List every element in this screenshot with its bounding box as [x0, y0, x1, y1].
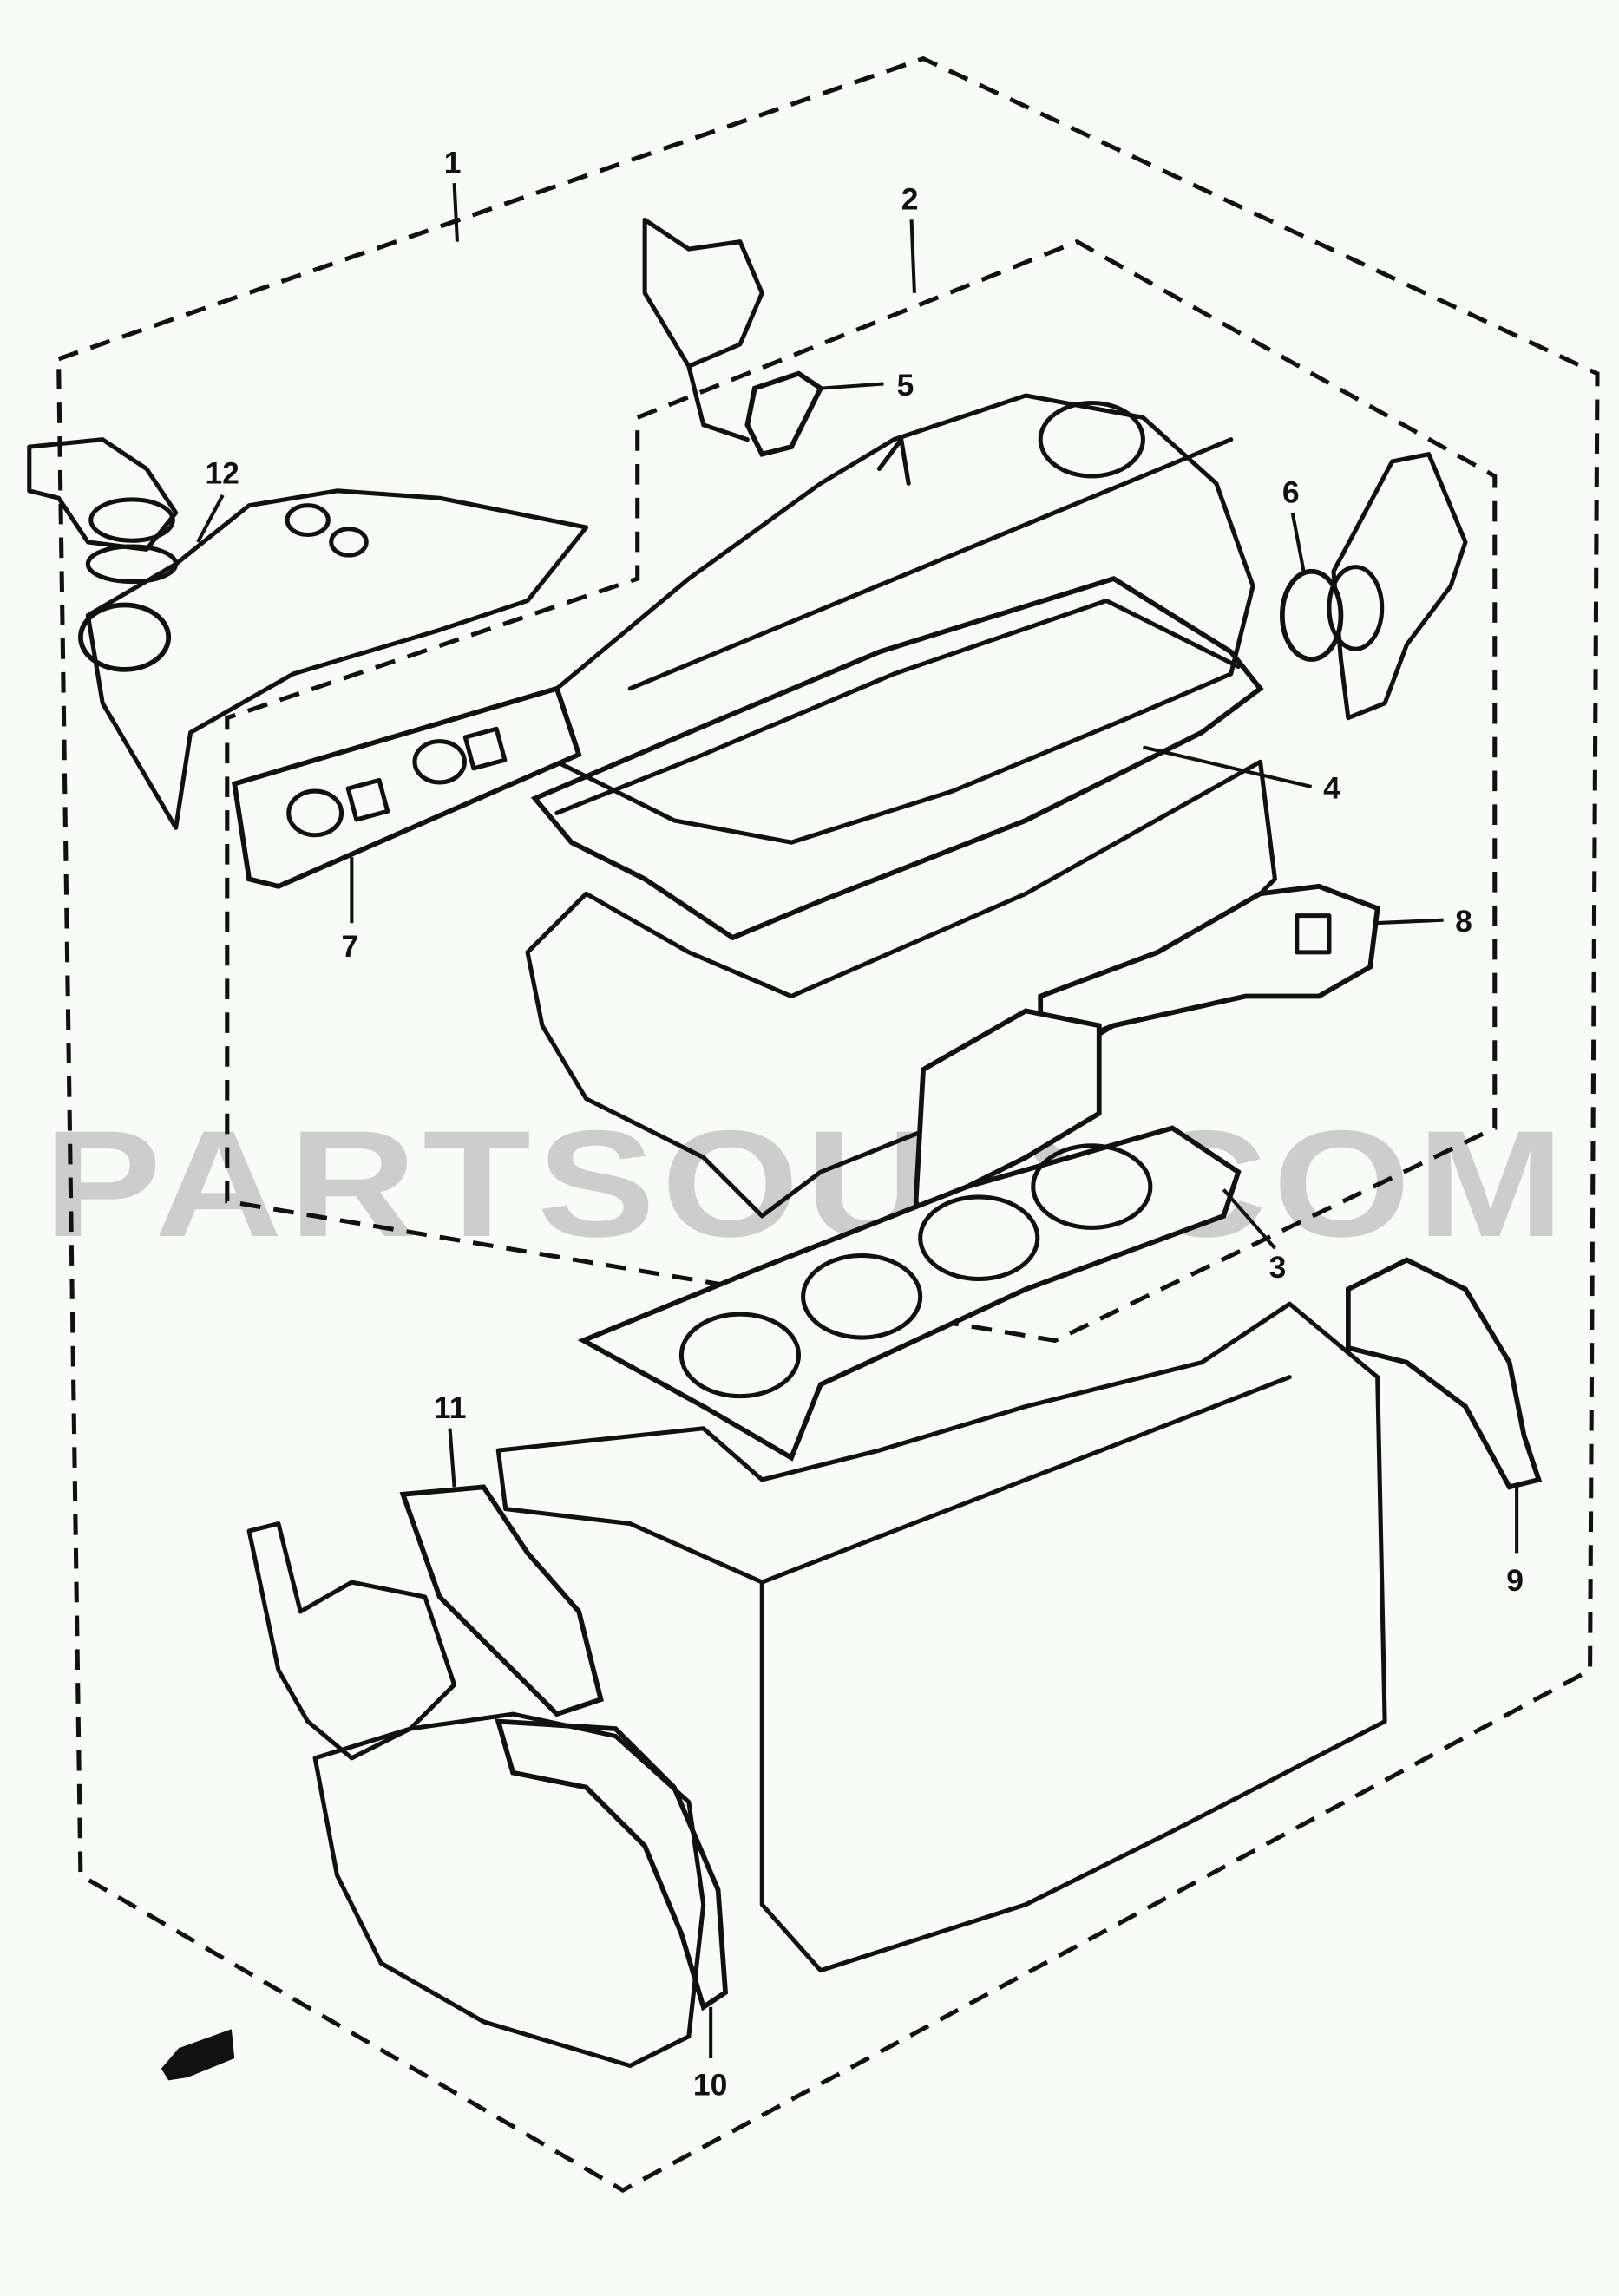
cylinder-block — [495, 1301, 1387, 1973]
callout-4: 4 — [1323, 771, 1340, 806]
head-cover-gasket-4 — [530, 576, 1264, 941]
callout-9: 9 — [1506, 1563, 1524, 1598]
callout-leaders — [196, 183, 1519, 2059]
water-outlet-housing — [642, 217, 764, 442]
callout-11: 11 — [434, 1390, 466, 1425]
callout-12: 12 — [205, 455, 239, 490]
kit-boundary-outer — [56, 56, 1600, 2193]
callout-8: 8 — [1455, 904, 1472, 939]
manifold-port — [329, 527, 369, 558]
gasket-5 — [744, 370, 824, 457]
callout-1: 1 — [444, 145, 462, 180]
cylinder-head-gasket-3 — [577, 1125, 1242, 1462]
gasket-port — [1295, 913, 1332, 955]
cylinder-head-cover — [554, 393, 1255, 845]
oil-pump-gasket-10 — [495, 1718, 729, 2011]
thermostat-gasket-12 — [78, 602, 172, 672]
callout-7: 7 — [342, 929, 359, 964]
callout-3: 3 — [1269, 1250, 1287, 1285]
water-pump — [246, 1521, 457, 1761]
timing-cover — [312, 1711, 706, 2069]
front-direction-arrow-icon — [161, 2029, 235, 2081]
callout-5: 5 — [897, 368, 914, 402]
intake-manifold — [85, 488, 589, 830]
kit-boundary-inner — [225, 239, 1498, 1344]
exhaust-manifold-gasket-7 — [232, 685, 582, 889]
inlet-flange — [1327, 565, 1385, 651]
gasket-inner-edge — [554, 598, 1241, 815]
oil-seal-housing-gasket-9 — [1346, 1257, 1543, 1490]
o-ring-6 — [1280, 568, 1344, 662]
callout-6: 6 — [1282, 474, 1300, 509]
thermostat-cap — [27, 437, 179, 585]
water-inlet-pipe — [1331, 452, 1468, 721]
callout-10: 10 — [693, 2067, 727, 2102]
block-edge — [759, 1375, 1292, 1585]
manifold-port — [285, 503, 331, 538]
water-pump-gasket-11 — [399, 1484, 604, 1717]
callout-2: 2 — [901, 182, 919, 217]
